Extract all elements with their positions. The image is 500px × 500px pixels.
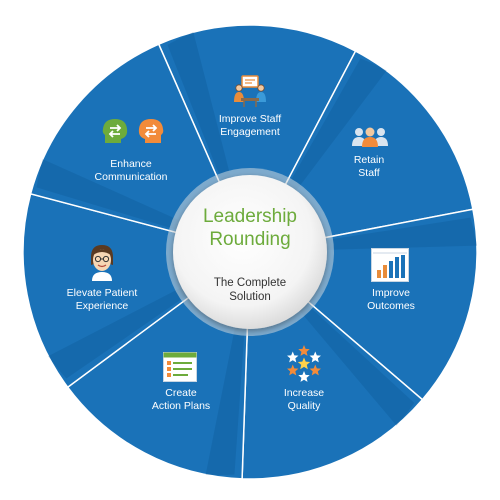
checklist-icon xyxy=(163,352,197,382)
star-icon xyxy=(298,371,310,382)
segment-label-enhance-communication: Enhance Communication xyxy=(71,158,191,184)
stars-icon xyxy=(284,343,324,383)
center-title-line: Rounding xyxy=(209,229,291,250)
star-icon xyxy=(287,364,299,376)
segment-label-line: Quality xyxy=(287,400,321,412)
segment-label-line: Action Plans xyxy=(151,400,211,412)
center-subtitle-line: The Complete xyxy=(213,277,287,289)
communication-heads-icon xyxy=(101,117,165,147)
center-subtitle-line: Solution xyxy=(229,291,271,303)
center-subtitle: The Complete Solution xyxy=(185,276,315,304)
segment-label-line: Staff xyxy=(358,167,380,179)
segment-label-line: Outcomes xyxy=(367,300,415,312)
segment-label-create-action-plans: Create Action Plans xyxy=(121,387,241,413)
segment-label-line: Increase xyxy=(283,387,325,399)
star-icon xyxy=(309,351,321,363)
segment-label-increase-quality: Increase Quality xyxy=(244,387,364,413)
star-icon xyxy=(297,357,311,370)
segment-label-line: Engagement xyxy=(220,126,280,138)
patient-face-icon xyxy=(88,243,116,281)
wheel-segment xyxy=(157,24,357,254)
center-title-line: Leadership xyxy=(202,206,298,227)
team-icon xyxy=(352,126,388,148)
segment-label-improve-outcomes: Improve Outcomes xyxy=(331,287,451,313)
segment-label-retain-staff: Retain Staff xyxy=(309,154,429,180)
star-icon xyxy=(309,364,321,376)
segment-label-line: Experience xyxy=(75,300,129,312)
bar-chart-icon xyxy=(371,248,409,282)
segment-label-line: Retain xyxy=(353,154,385,166)
segment-label-improve-staff-engagement: Improve Staff Engagement xyxy=(190,113,310,139)
star-icon xyxy=(298,345,310,356)
segment-label-line: Communication xyxy=(94,171,168,183)
star-icon xyxy=(287,351,299,363)
segment-label-line: Enhance xyxy=(110,158,152,170)
segment-label-line: Create xyxy=(165,387,197,399)
center-title: Leadership Rounding xyxy=(175,205,325,251)
segment-label-elevate-patient-experience: Elevate Patient Experience xyxy=(42,287,162,313)
center-circle xyxy=(173,175,327,329)
segment-label-line: Elevate Patient xyxy=(66,287,138,299)
staff-meeting-icon xyxy=(232,74,268,108)
segment-label-line: Improve Staff xyxy=(218,113,282,125)
segment-label-line: Improve xyxy=(372,287,410,299)
